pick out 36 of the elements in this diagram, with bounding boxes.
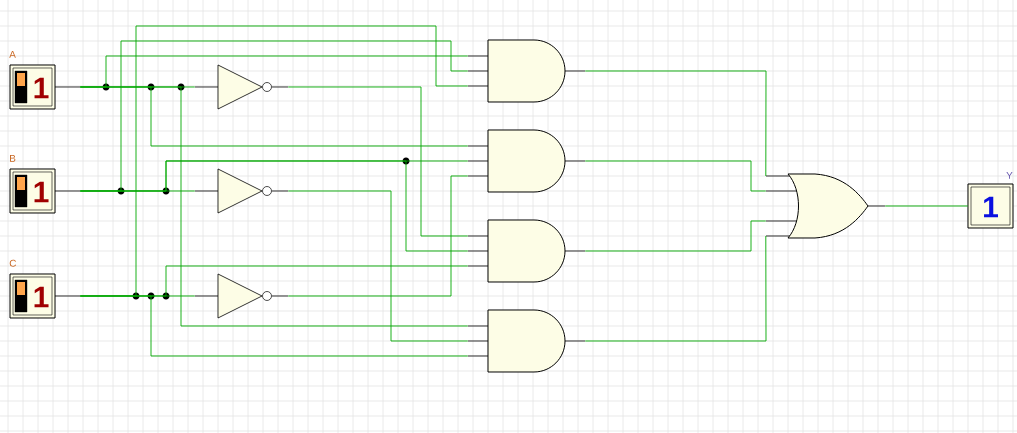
- wire: [287, 190, 469, 342]
- wire: [584, 220, 767, 252]
- junction-dot: [402, 157, 410, 165]
- junction-dot: [102, 83, 110, 91]
- and-gate: [467, 129, 586, 193]
- wire: [287, 86, 469, 237]
- not-gate: [194, 273, 289, 319]
- switch-input: 1 B: [9, 154, 81, 214]
- wire: [79, 86, 469, 327]
- wire: [584, 235, 767, 342]
- junction-dot: [147, 83, 155, 91]
- wire: [79, 160, 469, 252]
- not-gate: [194, 64, 289, 110]
- wire: [79, 295, 469, 357]
- junction-dot: [132, 292, 140, 300]
- node-label: B: [10, 154, 16, 162]
- and-gate: [467, 219, 586, 283]
- node-label: Y: [1006, 171, 1013, 179]
- junction-dot: [177, 83, 185, 91]
- switch-input: 1 A: [9, 50, 81, 110]
- and-gate: [467, 39, 586, 103]
- junction-dot: [117, 187, 125, 195]
- not-gate: [194, 168, 289, 214]
- wire: [884, 205, 969, 207]
- node-label: A: [9, 50, 16, 58]
- output-display: 1 Y: [967, 171, 1014, 229]
- node-label: C: [9, 259, 17, 267]
- wire: [584, 70, 767, 177]
- wire: [287, 175, 469, 297]
- wire: [584, 160, 767, 192]
- junction-dot: [147, 292, 155, 300]
- or-gate: [765, 173, 886, 239]
- switch-input: 1 C: [9, 259, 81, 319]
- junction-dot: [162, 187, 170, 195]
- junction-dot: [162, 292, 170, 300]
- and-gate: [467, 309, 586, 373]
